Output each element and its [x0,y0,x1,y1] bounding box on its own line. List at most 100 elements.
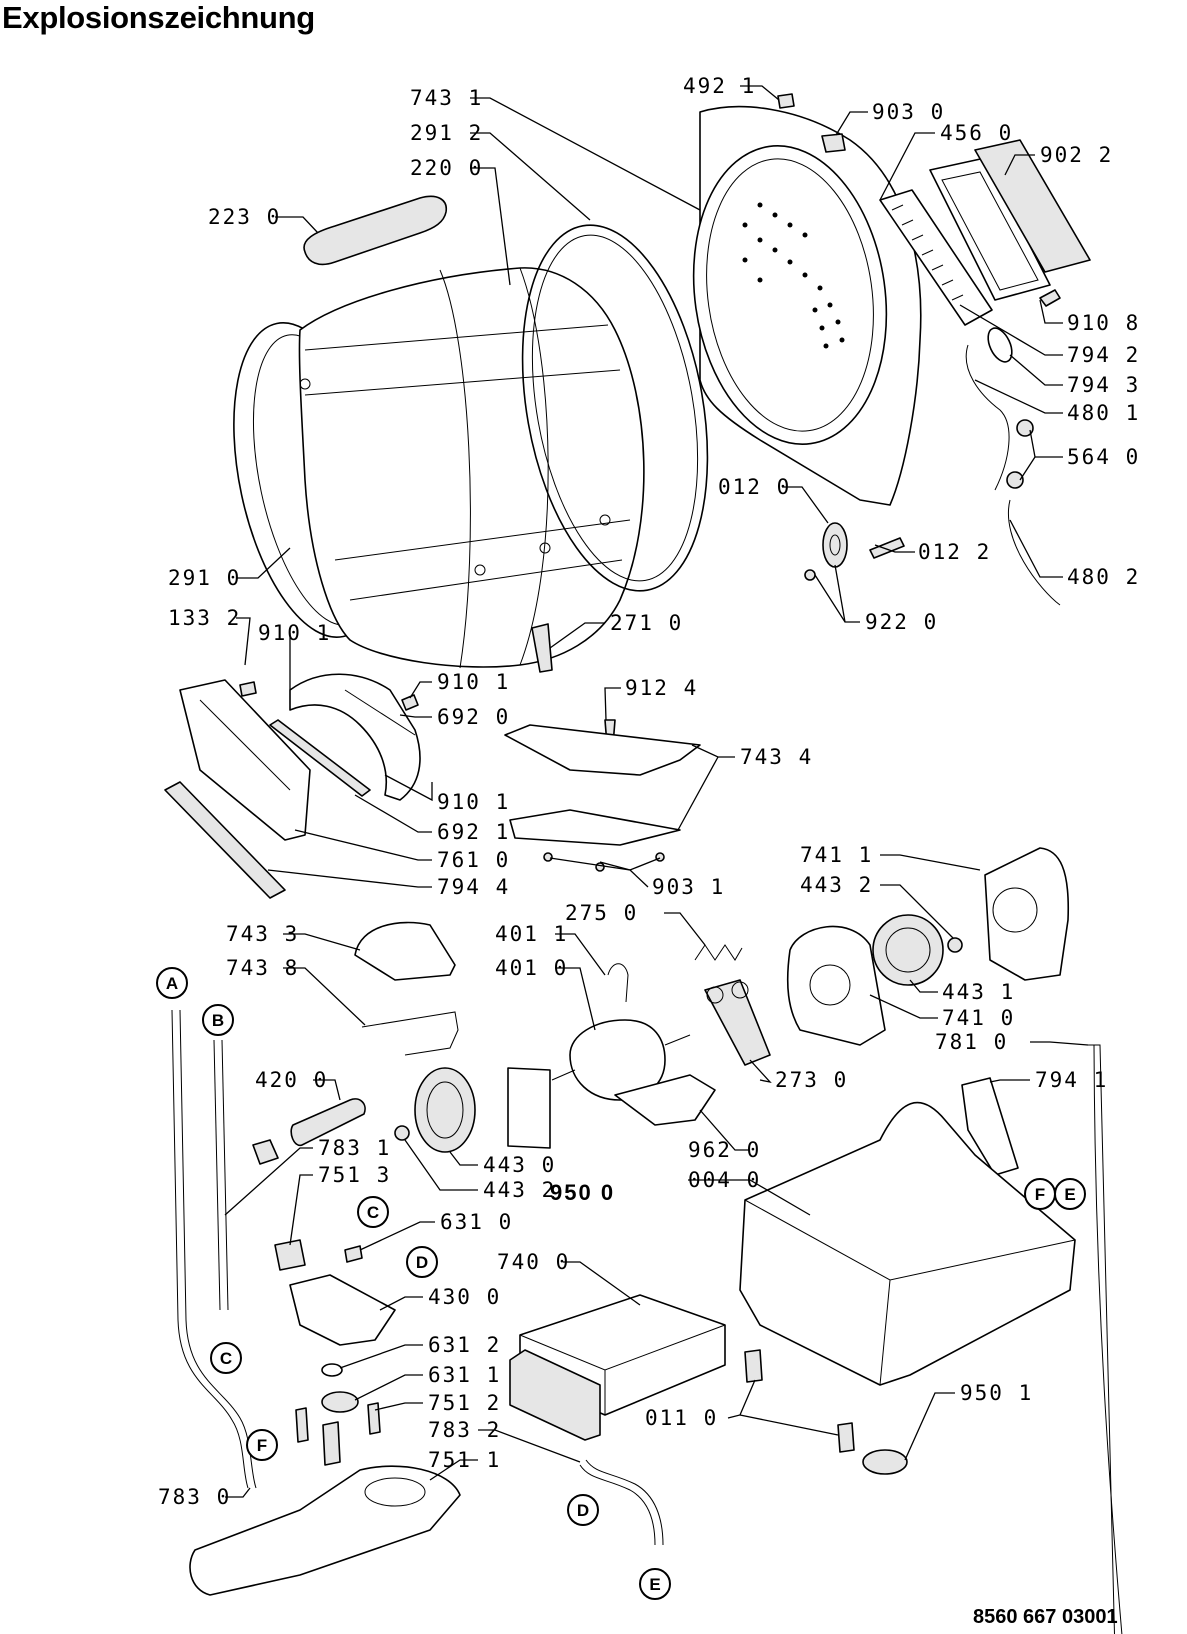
part-794-3 [987,327,1013,363]
svg-text:E: E [1064,1185,1075,1204]
label-910-8: 910 8 [1067,311,1140,335]
part-labels: 743 1 291 2 220 0 223 0 492 1 903 0 456 … [158,74,1140,1509]
label-751-2: 751 2 [428,1391,501,1415]
marker-e-right: E [1054,1178,1086,1210]
label-794-2: 794 2 [1067,343,1140,367]
label-910-1-b: 910 1 [437,670,510,694]
part-011-0b [837,1422,855,1453]
part-751-1 [189,1465,461,1596]
label-761-0: 761 0 [437,848,510,872]
label-291-2: 291 2 [410,121,483,145]
part-743-4a [504,724,701,776]
part-273-0 [704,979,771,1066]
label-004-0: 004 0 [688,1168,761,1192]
svg-text:E: E [649,1575,660,1594]
part-743-3 [354,921,456,981]
label-443-1: 443 1 [942,980,1015,1004]
label-456-0: 456 0 [940,121,1013,145]
part-631-1 [321,1391,359,1413]
part-012-2 [869,537,905,559]
label-443-2-b: 443 2 [483,1178,556,1202]
part-012-0 [822,522,848,568]
label-011-0: 011 0 [645,1406,718,1430]
label-950-0: 950 0 [550,1180,615,1205]
label-751-3: 751 3 [318,1163,391,1187]
part-783-2 [579,1464,656,1546]
part-751-2b [367,1402,381,1435]
marker-e-hose: E [639,1568,671,1600]
label-275-0: 275 0 [565,901,638,925]
svg-text:C: C [367,1203,379,1222]
part-910-1 [401,694,419,711]
marker-a: A [156,967,188,999]
label-962-0: 962 0 [688,1138,761,1162]
label-480-1: 480 1 [1067,401,1140,425]
part-443-0 [414,1067,476,1153]
label-271-0: 271 0 [610,611,683,635]
marker-b: B [202,1004,234,1036]
svg-text:B: B [212,1011,224,1030]
label-743-1: 743 1 [410,86,483,110]
svg-text:D: D [416,1253,428,1272]
label-631-0: 631 0 [440,1210,513,1234]
part-743-8 [361,1011,459,1056]
part-741-0 [786,925,886,1046]
part-743-4b [509,809,681,846]
label-692-1: 692 1 [437,820,510,844]
label-950-1: 950 1 [960,1381,1033,1405]
marker-c-board: C [357,1196,389,1228]
label-564-0: 564 0 [1067,445,1140,469]
svg-text:D: D [577,1501,589,1520]
part-903-0 [821,133,846,153]
svg-text:C: C [220,1349,232,1368]
label-401-1: 401 1 [495,922,568,946]
part-903-1a [543,852,553,862]
part-922-0 [804,569,816,581]
label-743-3: 743 3 [226,922,299,946]
label-741-0: 741 0 [942,1006,1015,1030]
label-012-0: 012 0 [718,475,791,499]
part-950-0 [507,1067,551,1149]
label-223-0: 223 0 [208,205,281,229]
part-480-1 [965,344,1010,491]
part-794-1 [961,1077,1019,1176]
label-922-0: 922 0 [865,610,938,634]
part-420-0 [290,1098,366,1147]
part-443-2b [394,1125,410,1141]
label-794-1: 794 1 [1035,1068,1108,1092]
label-903-1: 903 1 [652,875,725,899]
label-781-0: 781 0 [935,1030,1008,1054]
parts-layer [164,93,1123,1634]
marker-d-board: D [406,1246,438,1278]
part-692-1 [269,719,371,797]
label-443-0: 443 0 [483,1153,556,1177]
page-title: Explosionszeichnung [2,0,315,35]
svg-text:A: A [166,974,178,993]
part-751-3 [274,1239,306,1271]
part-271-0 [531,623,553,673]
label-443-2-a: 443 2 [800,873,873,897]
label-430-0: 430 0 [428,1285,501,1309]
marker-d-hose: D [567,1494,599,1526]
part-751-2a [295,1407,309,1443]
part-443-1 [872,914,944,986]
part-401-0 [569,1019,666,1101]
marker-f-right: F [1024,1178,1056,1210]
label-902-2: 902 2 [1040,143,1113,167]
label-910-1-a: 910 1 [258,621,331,645]
part-903-1b [595,862,605,872]
label-910-1-c: 910 1 [437,790,510,814]
label-631-1: 631 1 [428,1363,501,1387]
part-480-2 [1008,499,1061,606]
part-291-2 [521,224,709,592]
part-011-0a [744,1349,763,1383]
label-783-2: 783 2 [428,1418,501,1442]
part-430-0 [289,1274,396,1346]
part-564-0b [1006,471,1024,489]
label-133-2: 133 2 [168,606,241,630]
part-564-0a [1016,419,1034,437]
label-480-2: 480 2 [1067,565,1140,589]
part-783-0 [171,1009,249,1489]
label-291-0: 291 0 [168,566,241,590]
